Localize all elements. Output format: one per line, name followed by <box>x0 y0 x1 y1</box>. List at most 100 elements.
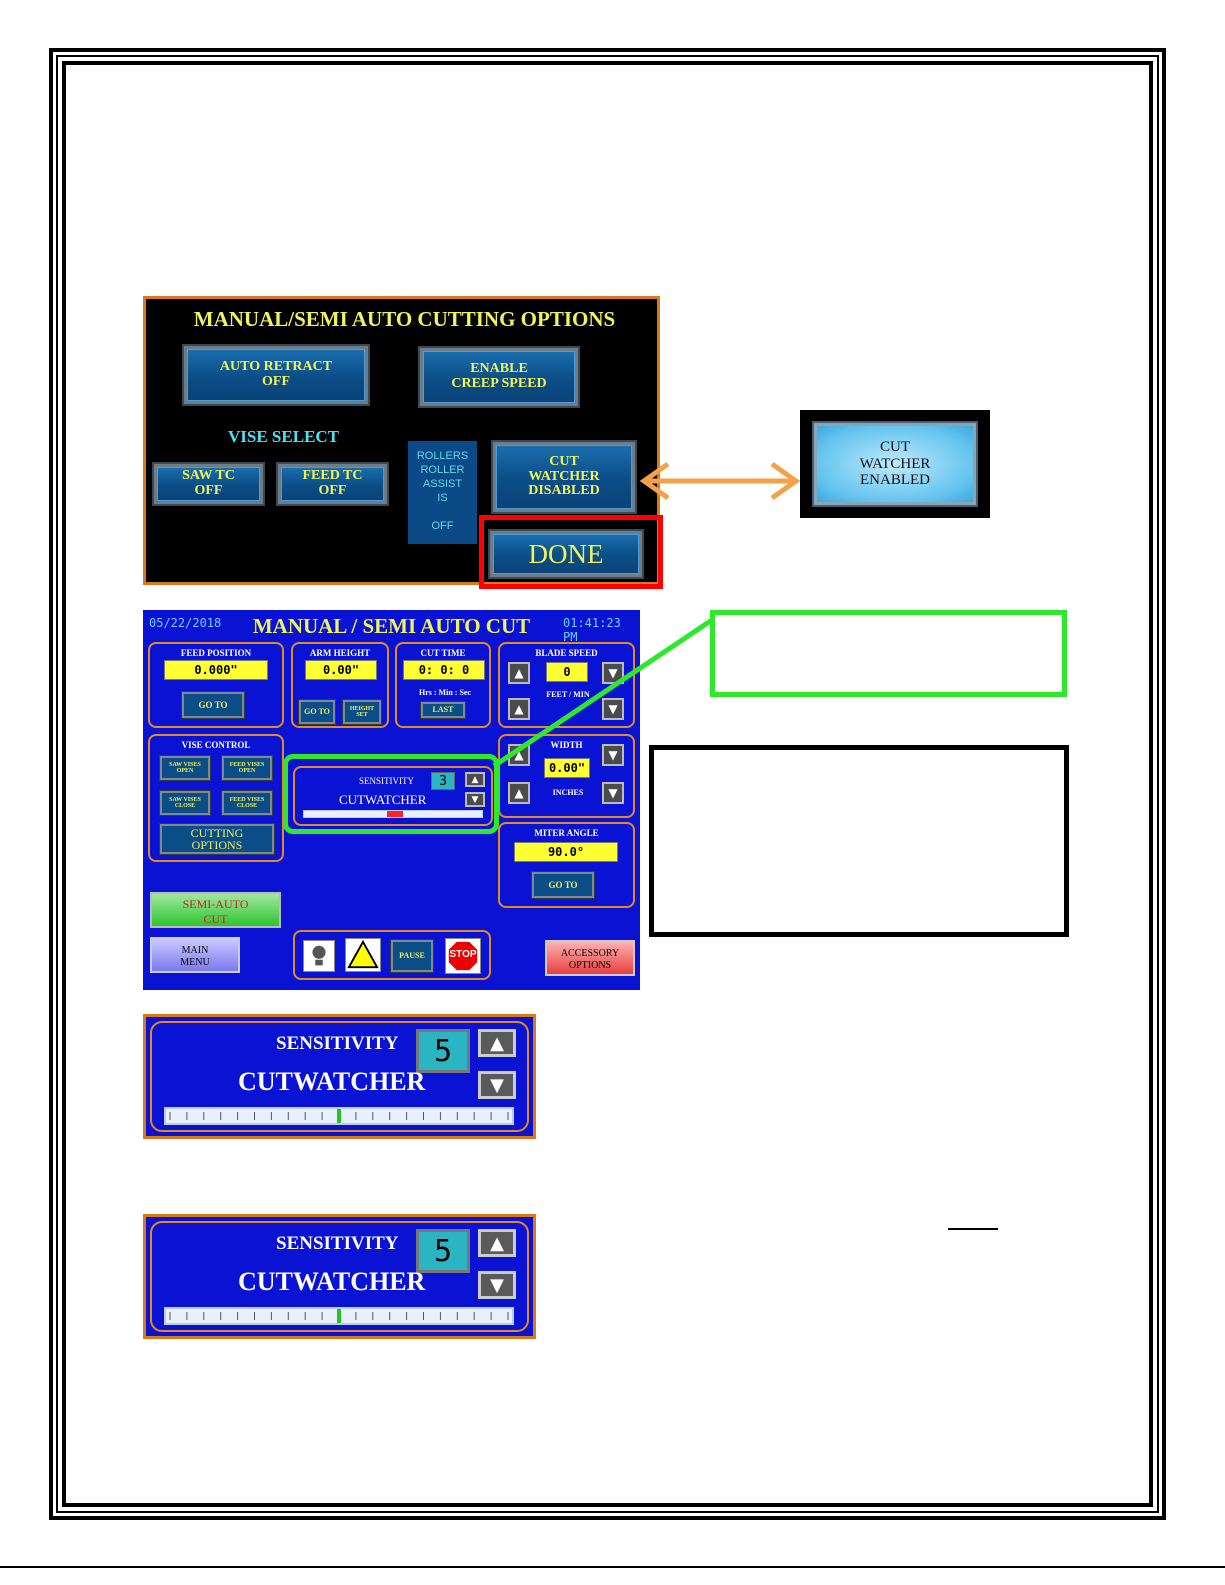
done-button[interactable]: DONE <box>488 529 644 579</box>
miter-angle-value: 90.0° <box>514 842 618 862</box>
saw-vises-open-button[interactable]: SAW VISES OPEN <box>159 755 211 781</box>
cutwatcher-highlight-outline <box>283 754 499 834</box>
sensitivity-value: 5 <box>416 1229 470 1273</box>
arrow-up-icon: ▲ <box>514 786 524 800</box>
cutting-options-panel: MANUAL/SEMI AUTO CUTTING OPTIONS AUTO RE… <box>143 296 660 585</box>
options-title: MANUAL/SEMI AUTO CUTTING OPTIONS <box>193 307 616 331</box>
miter-angle-section: MITER ANGLE 90.0° GO TO <box>498 822 635 908</box>
sensitivity-up-button[interactable]: ▲ <box>478 1029 516 1057</box>
feed-position-value: 0.000" <box>164 660 268 680</box>
sensitivity-value-mini: 3 <box>431 772 455 790</box>
sensitivity-marker <box>337 1109 341 1123</box>
double-arrow-icon <box>639 461 801 501</box>
black-callout-box <box>649 745 1069 937</box>
page-bottom-rule <box>0 1566 1225 1568</box>
screen-date: 05/22/2018 <box>149 616 222 630</box>
light-control-button[interactable] <box>303 940 335 972</box>
cut-time-section: CUT TIME 0: 0: 0 Hrs : Min : Sec LAST <box>395 642 491 728</box>
pause-button[interactable]: PAUSE <box>390 939 434 973</box>
arrow-up-icon: ▲ <box>490 1232 504 1254</box>
sensitivity-label: SENSITIVITY <box>276 1033 399 1054</box>
sensitivity-down-mini[interactable]: ▼ <box>465 792 485 807</box>
cutwatcher-panel-2: SENSITIVITY 5 ▲ ▼ CUTWATCHER <box>143 1214 536 1339</box>
done-highlight-outline <box>479 515 663 589</box>
cut-time-value: 0: 0: 0 <box>403 660 485 680</box>
blade-down-small-button[interactable]: ▼ <box>602 662 624 684</box>
bottom-controls-section: PAUSE STOP <box>293 930 491 980</box>
cut-watcher-enabled-button[interactable]: CUT WATCHER ENABLED <box>812 421 978 507</box>
saw-tc-button[interactable]: SAW TC OFF <box>152 462 265 506</box>
saw-vises-close-button[interactable]: SAW VISES CLOSE <box>159 790 211 816</box>
arrow-down-icon: ▼ <box>608 702 618 716</box>
arrow-down-icon: ▼ <box>608 786 618 800</box>
page-frame-inner <box>62 61 1153 1507</box>
green-callout-box <box>710 610 1067 697</box>
arrow-up-icon: ▲ <box>490 1032 504 1054</box>
last-button[interactable]: LAST <box>420 701 466 719</box>
arrow-down-icon: ▼ <box>608 748 618 762</box>
arm-height-value: 0.00" <box>305 660 377 680</box>
main-menu-button[interactable]: MAIN MENU <box>150 937 240 973</box>
cutwatcher-sensitivity-mini: SENSITIVITY 3 ▲ ▼ CUTWATCHER <box>293 766 493 826</box>
sensitivity-down-button[interactable]: ▼ <box>478 1071 516 1099</box>
arrow-down-icon: ▼ <box>490 1274 504 1296</box>
callout-connector <box>492 617 714 769</box>
cutwatcher-panel-1: SENSITIVITY 5 ▲ ▼ CUTWATCHER <box>143 1014 536 1139</box>
miter-goto-button[interactable]: GO TO <box>531 871 595 899</box>
width-down-small-button[interactable]: ▼ <box>602 744 624 766</box>
accessory-options-button[interactable]: ACCESSORY OPTIONS <box>545 940 635 976</box>
arm-height-section: ARM HEIGHT 0.00" GO TO HEIGHT SET <box>291 642 389 728</box>
blade-up-small-button[interactable]: ▲ <box>508 662 530 684</box>
blade-speed-section: BLADE SPEED ▲ 0 ▼ FEET / MIN ▲ ▼ <box>498 642 635 728</box>
cut-watcher-disabled-button[interactable]: CUT WATCHER DISABLED <box>491 440 637 514</box>
sensitivity-up-mini[interactable]: ▲ <box>465 772 485 787</box>
warning-triangle-icon <box>347 939 379 969</box>
arrow-up-icon: ▲ <box>471 774 479 785</box>
sensitivity-marker <box>337 1309 341 1323</box>
sensitivity-scale-mini <box>303 810 483 818</box>
blade-down-button[interactable]: ▼ <box>602 698 624 720</box>
width-down-button[interactable]: ▼ <box>602 782 624 804</box>
enable-creep-speed-button[interactable]: ENABLE CREEP SPEED <box>418 346 580 408</box>
arrow-up-icon: ▲ <box>514 666 524 680</box>
screen-time: 01:41:23 PM <box>563 616 621 644</box>
manual-semi-auto-cut-screen: MANUAL / SEMI AUTO CUT 05/22/2018 01:41:… <box>143 610 640 990</box>
vise-control-section: VISE CONTROL SAW VISES OPEN FEED VISES O… <box>148 734 284 862</box>
height-set-button[interactable]: HEIGHT SET <box>342 699 382 725</box>
sensitivity-scale <box>164 1107 514 1125</box>
blade-up-button[interactable]: ▲ <box>508 698 530 720</box>
arm-goto-button[interactable]: GO TO <box>298 699 336 725</box>
stop-button[interactable]: STOP <box>445 938 481 974</box>
feed-vises-close-button[interactable]: FEED VISES CLOSE <box>221 790 273 816</box>
feed-tc-button[interactable]: FEED TC OFF <box>276 462 389 506</box>
stop-sign-icon <box>446 939 480 973</box>
feed-position-section: FEED POSITION 0.000" GO TO <box>148 642 284 728</box>
sensitivity-label: SENSITIVITY <box>276 1233 399 1254</box>
width-section: WIDTH ▲ 0.00" ▼ INCHES ▲ ▼ <box>498 734 635 818</box>
width-up-button[interactable]: ▲ <box>508 782 530 804</box>
cutting-options-button[interactable]: CUTTING OPTIONS <box>159 823 275 855</box>
light-bulb-icon <box>312 945 326 966</box>
arrow-down-icon: ▼ <box>490 1074 504 1096</box>
page-frame-middle <box>56 55 1159 1513</box>
feed-vises-open-button[interactable]: FEED VISES OPEN <box>221 755 273 781</box>
creep-button[interactable] <box>345 938 381 972</box>
arrow-up-icon: ▲ <box>514 702 524 716</box>
underline-mark <box>948 1228 998 1230</box>
sensitivity-down-button[interactable]: ▼ <box>478 1271 516 1299</box>
blade-speed-value: 0 <box>546 662 588 682</box>
sensitivity-value: 5 <box>416 1029 470 1073</box>
auto-retract-button[interactable]: AUTO RETRACT OFF <box>182 344 370 406</box>
main-screen-title: MANUAL / SEMI AUTO CUT <box>252 614 531 638</box>
cutwatcher-title: CUTWATCHER <box>238 1067 426 1096</box>
sensitivity-scale <box>164 1307 514 1325</box>
sensitivity-up-button[interactable]: ▲ <box>478 1229 516 1257</box>
arrow-up-icon: ▲ <box>514 748 524 762</box>
semi-auto-cut-button[interactable]: SEMI-AUTO CUT <box>150 892 281 928</box>
page-frame-outer <box>49 48 1166 1520</box>
width-value: 0.00" <box>544 758 590 778</box>
feed-goto-button[interactable]: GO TO <box>181 691 245 719</box>
sensitivity-marker-mini <box>387 811 404 817</box>
arrow-down-icon: ▼ <box>471 794 479 805</box>
cutwatcher-title: CUTWATCHER <box>238 1267 426 1296</box>
